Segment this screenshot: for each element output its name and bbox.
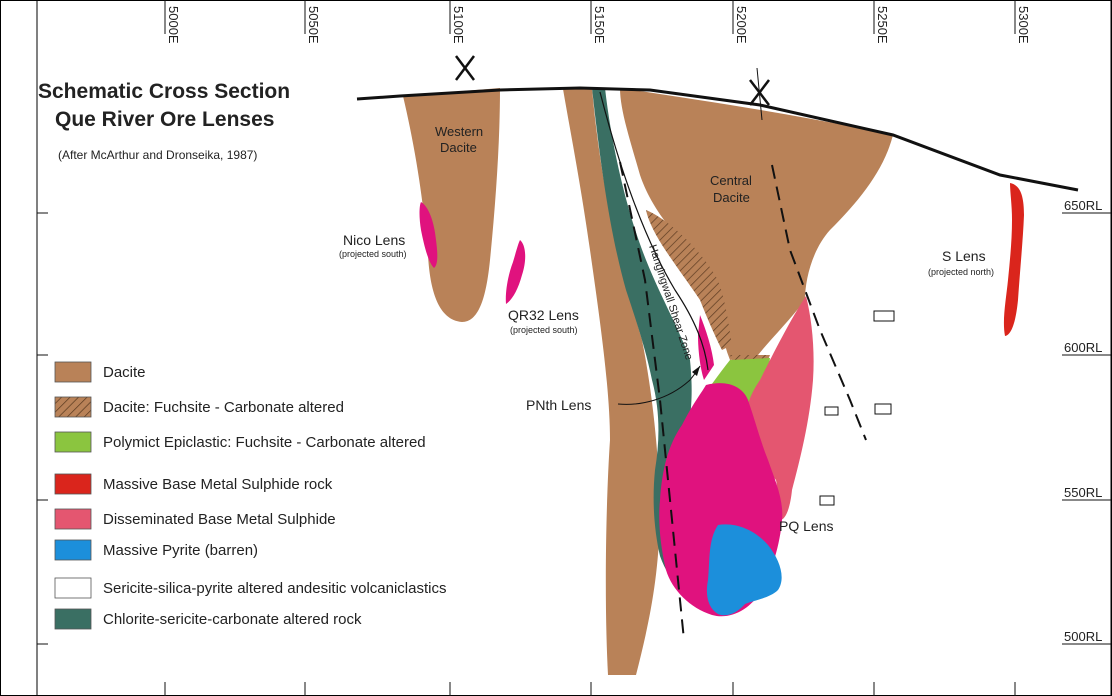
nico-lens-label: Nico Lens xyxy=(343,232,405,248)
easting-tick-label: 5150E xyxy=(592,6,607,44)
title-line-1: Schematic Cross Section xyxy=(38,80,290,103)
legend-swatch xyxy=(55,578,91,598)
rl-tick-label: 650RL xyxy=(1064,198,1102,213)
pq-lens-label: PQ Lens xyxy=(779,518,833,534)
rl-tick-label: 550RL xyxy=(1064,485,1102,500)
sample-box-4 xyxy=(820,496,834,505)
easting-tick-label: 5200E xyxy=(734,6,749,44)
legend-label: Chlorite-sericite-carbonate altered rock xyxy=(103,611,362,628)
s-lens-label: S Lens xyxy=(942,248,986,264)
qr32-lens-label: QR32 Lens xyxy=(508,307,579,323)
legend-swatch xyxy=(55,432,91,452)
legend-swatch xyxy=(55,474,91,494)
legend-swatch xyxy=(55,609,91,629)
legend-label: Massive Base Metal Sulphide rock xyxy=(103,476,333,493)
legend-label: Massive Pyrite (barren) xyxy=(103,542,258,559)
legend-label: Sericite-silica-pyrite altered andesitic… xyxy=(103,580,446,597)
rl-tick-label: 500RL xyxy=(1064,629,1102,644)
sample-box-1 xyxy=(874,311,894,321)
western-dacite-label-2: Dacite xyxy=(440,140,477,155)
title-line-2: Que River Ore Lenses xyxy=(55,108,274,131)
pnth-lens-label: PNth Lens xyxy=(526,397,591,413)
legend-swatch xyxy=(55,540,91,560)
legend-label: Dacite: Fuchsite - Carbonate altered xyxy=(103,399,344,416)
central-dacite-label-1: Central xyxy=(710,173,752,188)
rl-tick-label: 600RL xyxy=(1064,340,1102,355)
legend-swatch xyxy=(55,509,91,529)
easting-tick-label: 5050E xyxy=(306,6,321,44)
qr32-lens-note: (projected south) xyxy=(510,325,578,335)
legend-swatch xyxy=(55,397,91,417)
western-dacite-label-1: Western xyxy=(435,124,483,139)
title-credit: (After McArthur and Dronseika, 1987) xyxy=(58,148,257,162)
easting-tick-label: 5000E xyxy=(166,6,181,44)
s-lens-note: (projected north) xyxy=(928,267,994,277)
legend-label: Dacite xyxy=(103,364,146,381)
nico-lens-note: (projected south) xyxy=(339,249,407,259)
easting-tick-label: 5300E xyxy=(1016,6,1031,44)
sample-box-2 xyxy=(825,407,838,415)
easting-tick-label: 5100E xyxy=(451,6,466,44)
legend-label: Polymict Epiclastic: Fuchsite - Carbonat… xyxy=(103,434,426,451)
legend-swatch xyxy=(55,362,91,382)
easting-tick-label: 5250E xyxy=(875,6,890,44)
legend-label: Disseminated Base Metal Sulphide xyxy=(103,511,336,528)
central-dacite-label-2: Dacite xyxy=(713,190,750,205)
sample-box-3 xyxy=(875,404,891,414)
